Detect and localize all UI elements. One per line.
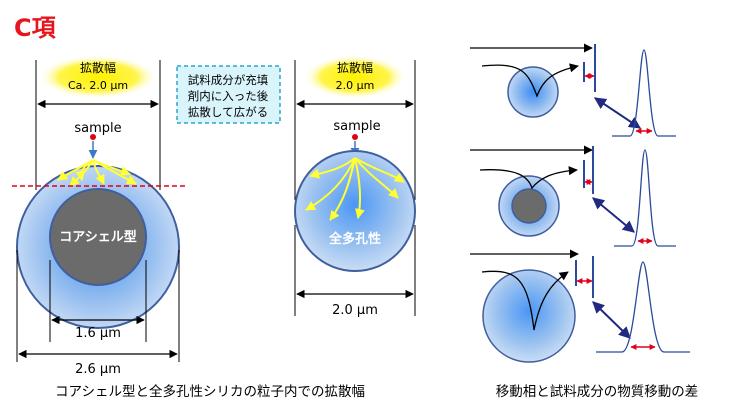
dim-outer-label: 2.6 μm xyxy=(75,362,121,377)
sample-label-porous: sample xyxy=(333,119,380,134)
note-box: 試料成分が充填 剤内に入った後 拡散して広がる xyxy=(176,65,281,124)
badge-core-shell: 拡散幅 Ca. 2.0 μm xyxy=(38,55,158,99)
left-caption: コアシェル型と全多孔性シリカの粒子内での拡散幅 xyxy=(55,383,365,400)
porous-label: 全多孔性 xyxy=(328,231,381,247)
badge-core-shell-line2: Ca. 2.0 μm xyxy=(68,79,128,92)
badge-core-shell-line1: 拡散幅 xyxy=(80,60,116,75)
diffusion-paths-porous xyxy=(305,157,405,221)
note-line2: 剤内に入った後 xyxy=(188,89,269,103)
porous-particle xyxy=(294,150,416,272)
dim-top-porous xyxy=(294,60,416,200)
badge-porous: 拡散幅 2.0 μm xyxy=(303,55,407,99)
badge-porous-line2: 2.0 μm xyxy=(336,79,375,92)
dim-top-core xyxy=(35,60,161,190)
right-caption: 移動相と試料成分の物質移動の差 xyxy=(496,384,699,400)
dim-inner-core xyxy=(49,260,147,342)
title-text: C項 xyxy=(14,14,57,42)
badge-porous-line1: 拡散幅 xyxy=(337,60,373,75)
note-line1: 試料成分が充填 xyxy=(188,73,269,87)
note-line3: 拡散して広がる xyxy=(188,105,268,119)
core-label: コアシェル型 xyxy=(59,229,136,245)
dim-inner-label: 1.6 μm xyxy=(75,326,121,341)
row-core-shell xyxy=(470,145,676,247)
dim-outer-core xyxy=(16,250,180,362)
dim-bottom-porous xyxy=(294,225,416,316)
solid-core xyxy=(49,188,147,286)
dim-porous-label: 2.0 μm xyxy=(332,303,378,318)
row-small-particle xyxy=(470,43,676,137)
row-large-particle xyxy=(470,249,690,363)
sample-dot-porous xyxy=(352,134,358,140)
diffusion-paths-core xyxy=(57,159,137,187)
sample-dot-core xyxy=(90,134,96,140)
sample-label-core: sample xyxy=(74,121,121,136)
